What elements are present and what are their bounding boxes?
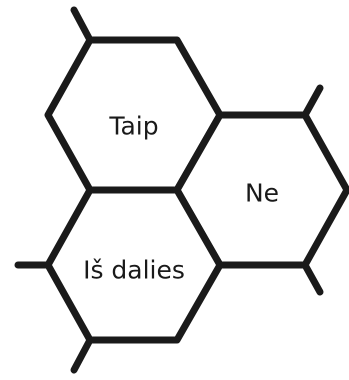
hexagon-ne: Ne (173, 111, 349, 269)
stub-bottom (70, 336, 94, 374)
stub-top (70, 6, 94, 44)
stub-right-top (301, 84, 324, 119)
hexagon-label-ne: Ne (245, 179, 279, 208)
hexagon-label-taip: Taip (108, 112, 158, 141)
hexagon-is-dalies: Iš dalies (44, 186, 224, 344)
hexagon-label-is-dalies: Iš dalies (83, 256, 185, 285)
stub-right-bottom (301, 261, 324, 296)
